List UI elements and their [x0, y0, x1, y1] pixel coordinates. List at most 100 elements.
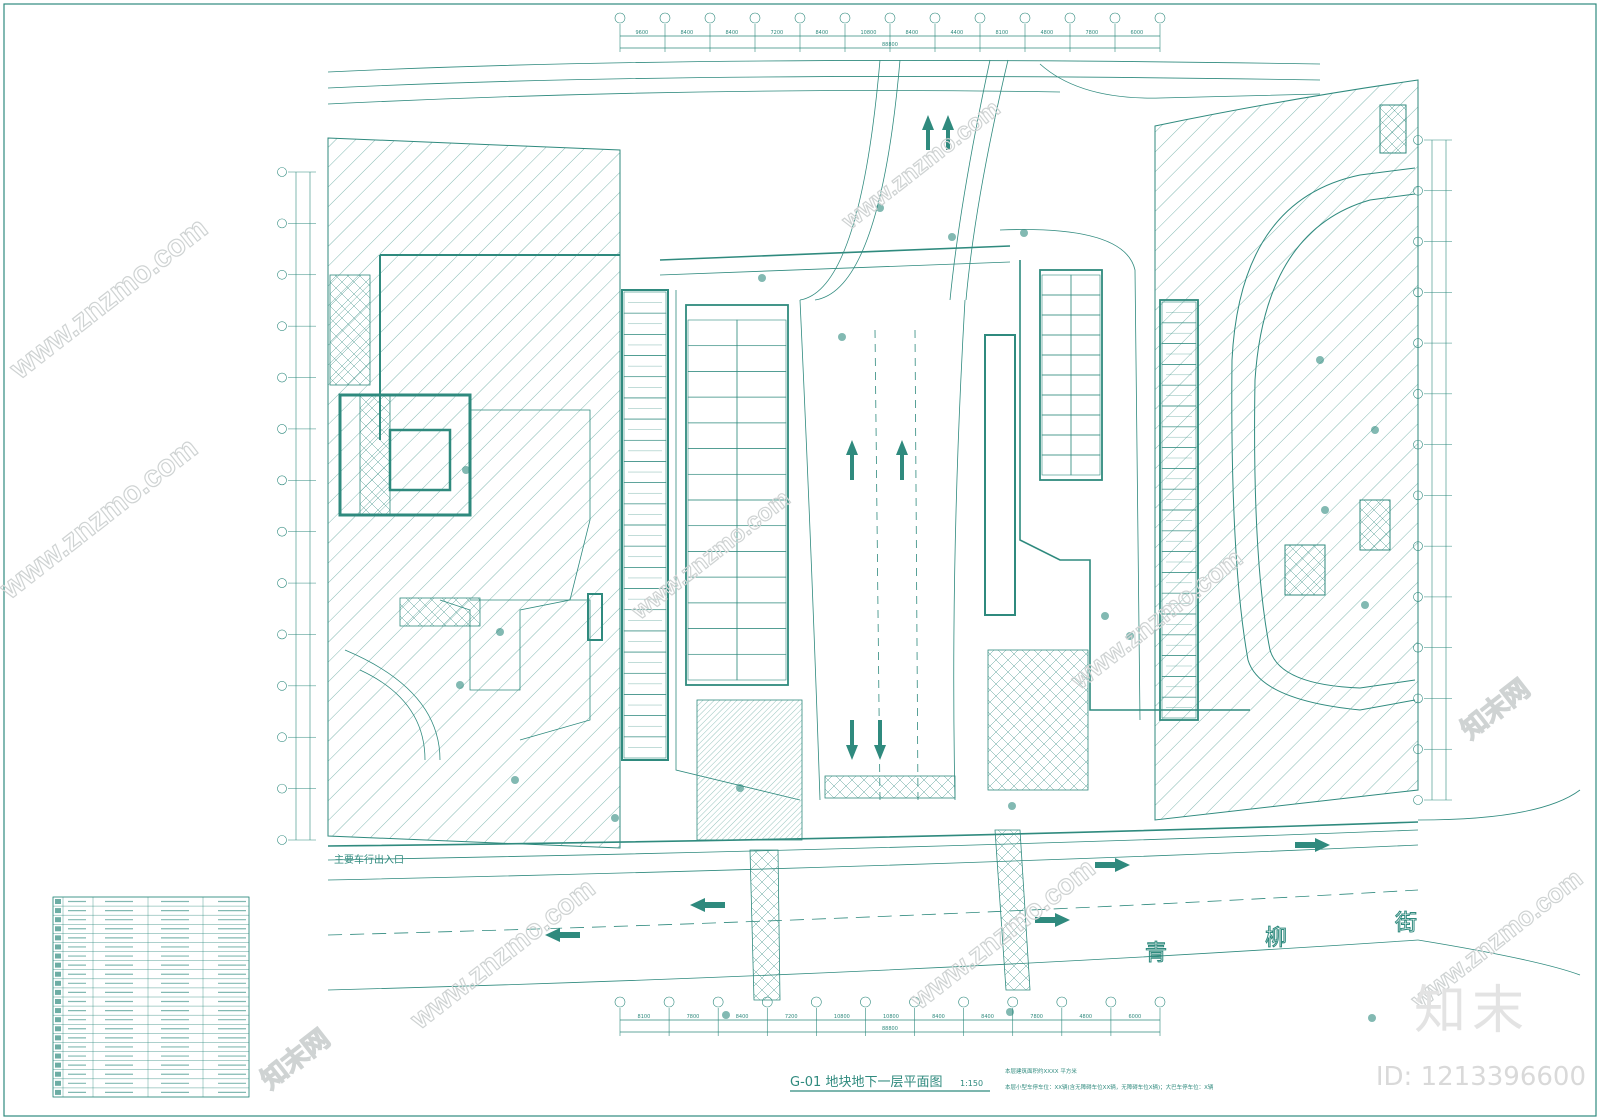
axis-bubble — [974, 12, 986, 24]
room-cell — [1070, 334, 1101, 356]
room-cell — [687, 319, 738, 347]
dimension-value: 8400 — [681, 30, 694, 36]
watermark-site-1: www.znzmo.com — [3, 211, 214, 386]
room-cell — [1041, 334, 1072, 356]
axis-bubble — [1064, 12, 1076, 24]
site-marker — [1361, 601, 1369, 609]
drawing-scale: 1:150 — [960, 1079, 983, 1088]
legend-symbol — [55, 1026, 61, 1032]
site-marker — [948, 233, 956, 241]
axis-bubble — [749, 12, 761, 24]
parking-stall — [623, 736, 667, 759]
room-cell — [736, 551, 787, 578]
axis-bubble — [1109, 12, 1121, 24]
site-marker — [511, 776, 519, 784]
axis-bubble — [1019, 12, 1031, 24]
axis-bubble — [277, 578, 287, 588]
site-marker — [462, 466, 470, 474]
dimension-value: 4800 — [1079, 1014, 1092, 1020]
room-cell — [1070, 434, 1101, 456]
legend-symbol — [55, 1089, 61, 1095]
axis-bubble — [614, 12, 626, 24]
axis-bubble — [1105, 996, 1117, 1008]
axis-bubble — [794, 12, 806, 24]
watermark-brand-1: 知末网 — [1455, 673, 1535, 745]
room-cell — [1070, 314, 1101, 336]
right-ramp-curve — [1231, 104, 1416, 711]
legend-symbol — [55, 917, 61, 923]
axis-bubble — [277, 167, 287, 177]
room-cell — [736, 576, 787, 604]
left-parking-column — [621, 289, 669, 761]
site-marker — [1020, 229, 1028, 237]
room-cell — [687, 422, 738, 449]
axis-bubble — [277, 629, 287, 640]
watermark-site-3: www.znzmo.com — [626, 485, 795, 625]
dimension-value: 8100 — [638, 1014, 651, 1020]
axis-bubble — [614, 996, 626, 1008]
parking-stall — [1161, 696, 1197, 719]
overall-dimension: 88800 — [882, 1026, 898, 1032]
room-cell — [736, 371, 787, 398]
site-marker — [1321, 506, 1329, 514]
dimension-value: 8400 — [906, 30, 919, 36]
axis-bubble — [1154, 996, 1166, 1008]
legend-symbol — [55, 962, 61, 968]
watermark-site-2: www.znzmo.com — [0, 431, 204, 606]
axis-bubble — [1413, 795, 1423, 805]
dimension-value: 6000 — [1128, 1014, 1141, 1020]
room-cell — [687, 499, 738, 527]
room-cell — [687, 345, 738, 372]
room-cell — [736, 602, 787, 629]
upper-road — [327, 60, 1321, 105]
bottom-street — [327, 789, 1581, 991]
legend-symbol — [55, 1035, 61, 1041]
axis-bubble — [1154, 12, 1166, 24]
legend-symbol — [55, 1044, 61, 1050]
legend-symbol — [55, 935, 61, 941]
legend-symbol — [55, 1071, 61, 1077]
dimension-value: 9600 — [636, 30, 649, 36]
legend-symbol — [55, 1053, 61, 1059]
drawing-title: G-01 地块地下一层平面图 — [790, 1075, 942, 1090]
left-grid-axes — [277, 167, 316, 845]
site-marker — [1008, 802, 1016, 810]
legend-symbol — [55, 971, 61, 977]
dimension-value: 10800 — [861, 30, 877, 36]
site-marker — [722, 1011, 730, 1019]
site-marker — [496, 628, 504, 636]
legend-symbol — [55, 926, 61, 932]
dimension-value: 7200 — [785, 1014, 798, 1020]
legend-symbol — [55, 944, 61, 950]
legend-symbol — [55, 1062, 61, 1068]
watermark-brand-2: 知末网 — [255, 1023, 335, 1095]
dimension-value: 6000 — [1131, 30, 1144, 36]
room-cell — [1041, 394, 1072, 416]
room-cell — [1070, 374, 1101, 396]
room-cell — [687, 448, 738, 475]
site-marker — [1368, 1014, 1376, 1022]
room-cell — [687, 602, 738, 629]
room-cell — [736, 319, 787, 347]
axis-bubble — [277, 475, 287, 486]
axis-bubble — [277, 269, 287, 280]
site-marker — [1371, 426, 1379, 434]
dimension-value: 10800 — [883, 1014, 899, 1020]
room-cell — [736, 422, 787, 449]
right-core-block — [984, 229, 1250, 791]
axis-bubble — [663, 996, 675, 1008]
axis-bubble — [277, 321, 287, 331]
room-cell — [736, 653, 787, 681]
room-cell — [1070, 274, 1101, 296]
axis-bubble — [277, 783, 287, 794]
room-cell — [1041, 274, 1072, 296]
site-marker — [1006, 1008, 1014, 1016]
street-char-3: 街 — [1395, 911, 1417, 936]
legend-symbol — [55, 989, 61, 995]
dimension-value: 8400 — [726, 30, 739, 36]
room-cell — [687, 473, 738, 501]
axis-bubble — [1056, 996, 1068, 1008]
room-cell — [736, 345, 787, 372]
street-name: 青 柳 街 — [1145, 911, 1418, 967]
